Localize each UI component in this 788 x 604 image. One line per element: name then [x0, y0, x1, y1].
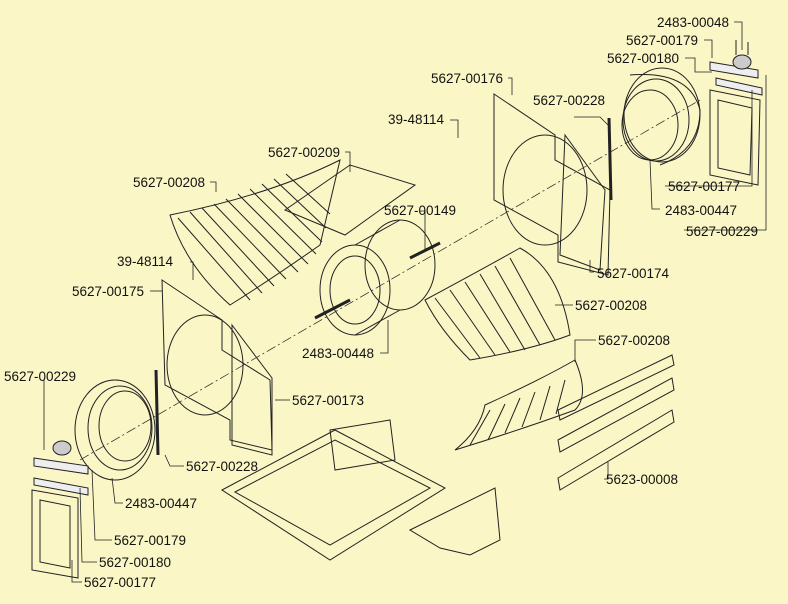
part-label-5627-00209: 5627-00209: [268, 145, 341, 160]
part-label-39-48114: 39-48114: [388, 112, 445, 127]
part-label-5627-00229: 5627-00229: [686, 224, 759, 239]
base-frame: [221, 419, 501, 561]
strip-228-right: [607, 117, 613, 201]
part-label-5627-00149: 5627-00149: [384, 203, 457, 218]
part-label-5627-00177: 5627-00177: [668, 179, 741, 194]
part-label-5627-00208: 5627-00208: [598, 333, 671, 348]
bearing-assembly-right: [709, 40, 763, 96]
part-label-5627-00208: 5627-00208: [133, 175, 206, 190]
part-label-2483-00448: 2483-00448: [302, 346, 375, 361]
part-label-5627-00229: 5627-00229: [4, 369, 77, 384]
scroll-panel-upper: [169, 159, 341, 306]
side-plate-left: [161, 279, 273, 451]
scroll-panel-right: [424, 247, 571, 361]
leader-lines: [43, 21, 767, 583]
part-label-5627-00228: 5627-00228: [533, 93, 606, 108]
inlet-cone-left: [74, 379, 156, 481]
part-label-5627-00228: 5627-00228: [186, 459, 259, 474]
side-plate-upper: [493, 93, 611, 276]
part-label-2483-00048: 2483-00048: [657, 15, 730, 30]
scroll-panel-lower: [454, 359, 583, 451]
part-label-2483-00447: 2483-00447: [665, 203, 738, 218]
part-label-5627-00180: 5627-00180: [607, 51, 680, 66]
part-label-5627-00173: 5627-00173: [292, 393, 365, 408]
part-label-2483-00447: 2483-00447: [125, 496, 198, 511]
part-label-5627-00179: 5627-00179: [114, 533, 187, 548]
part-label-5627-00177: 5627-00177: [84, 575, 157, 590]
part-label-5627-00176: 5627-00176: [431, 71, 504, 86]
part-label-5627-00180: 5627-00180: [99, 555, 172, 570]
inlet-plate-left: [31, 489, 79, 579]
part-label-5623-00008: 5623-00008: [606, 472, 679, 487]
fan-wheel: [314, 219, 441, 336]
side-plate-173: [231, 323, 273, 456]
center-axis: [79, 99, 701, 461]
inlet-plate-right: [709, 89, 761, 186]
strip-228-left: [154, 369, 160, 456]
side-plate-174: [559, 133, 606, 271]
part-label-5627-00208: 5627-00208: [575, 298, 648, 313]
part-label-5627-00174: 5627-00174: [597, 266, 670, 281]
strips: [557, 354, 675, 491]
inlet-cone-right: [621, 67, 701, 166]
part-label-5627-00179: 5627-00179: [626, 33, 699, 48]
part-label-39-48114: 39-48114: [117, 254, 174, 269]
part-label-5627-00175: 5627-00175: [72, 284, 145, 299]
bearing-assembly-left: [33, 440, 89, 496]
